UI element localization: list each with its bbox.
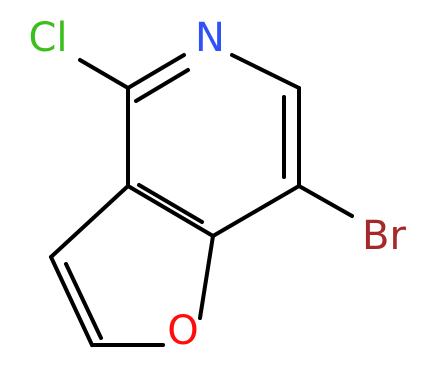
bond-c3-c2-inner bbox=[64, 262, 103, 340]
bond-c3-c2 bbox=[49, 255, 94, 347]
bond-c4-n5 bbox=[126, 53, 186, 90]
oxygen-atom-label: O bbox=[167, 308, 198, 354]
bond-c7-c7a bbox=[211, 184, 301, 238]
bond-n5-c6 bbox=[230, 53, 301, 90]
bromine-atom-label: Br bbox=[362, 213, 406, 259]
bond-c4-cl bbox=[78, 58, 130, 90]
bond-c7a-c3a-inner bbox=[137, 183, 204, 224]
bond-o1-c7a bbox=[198, 234, 215, 320]
bond-c7a-c3a bbox=[126, 184, 215, 238]
bond-lines bbox=[49, 53, 354, 347]
bond-c7-br bbox=[297, 184, 354, 218]
bond-c4-n5-inner bbox=[134, 68, 190, 103]
nitrogen-atom-label: N bbox=[195, 15, 225, 61]
bond-c3a-c3 bbox=[49, 184, 130, 259]
chlorine-atom-label: Cl bbox=[28, 15, 67, 61]
